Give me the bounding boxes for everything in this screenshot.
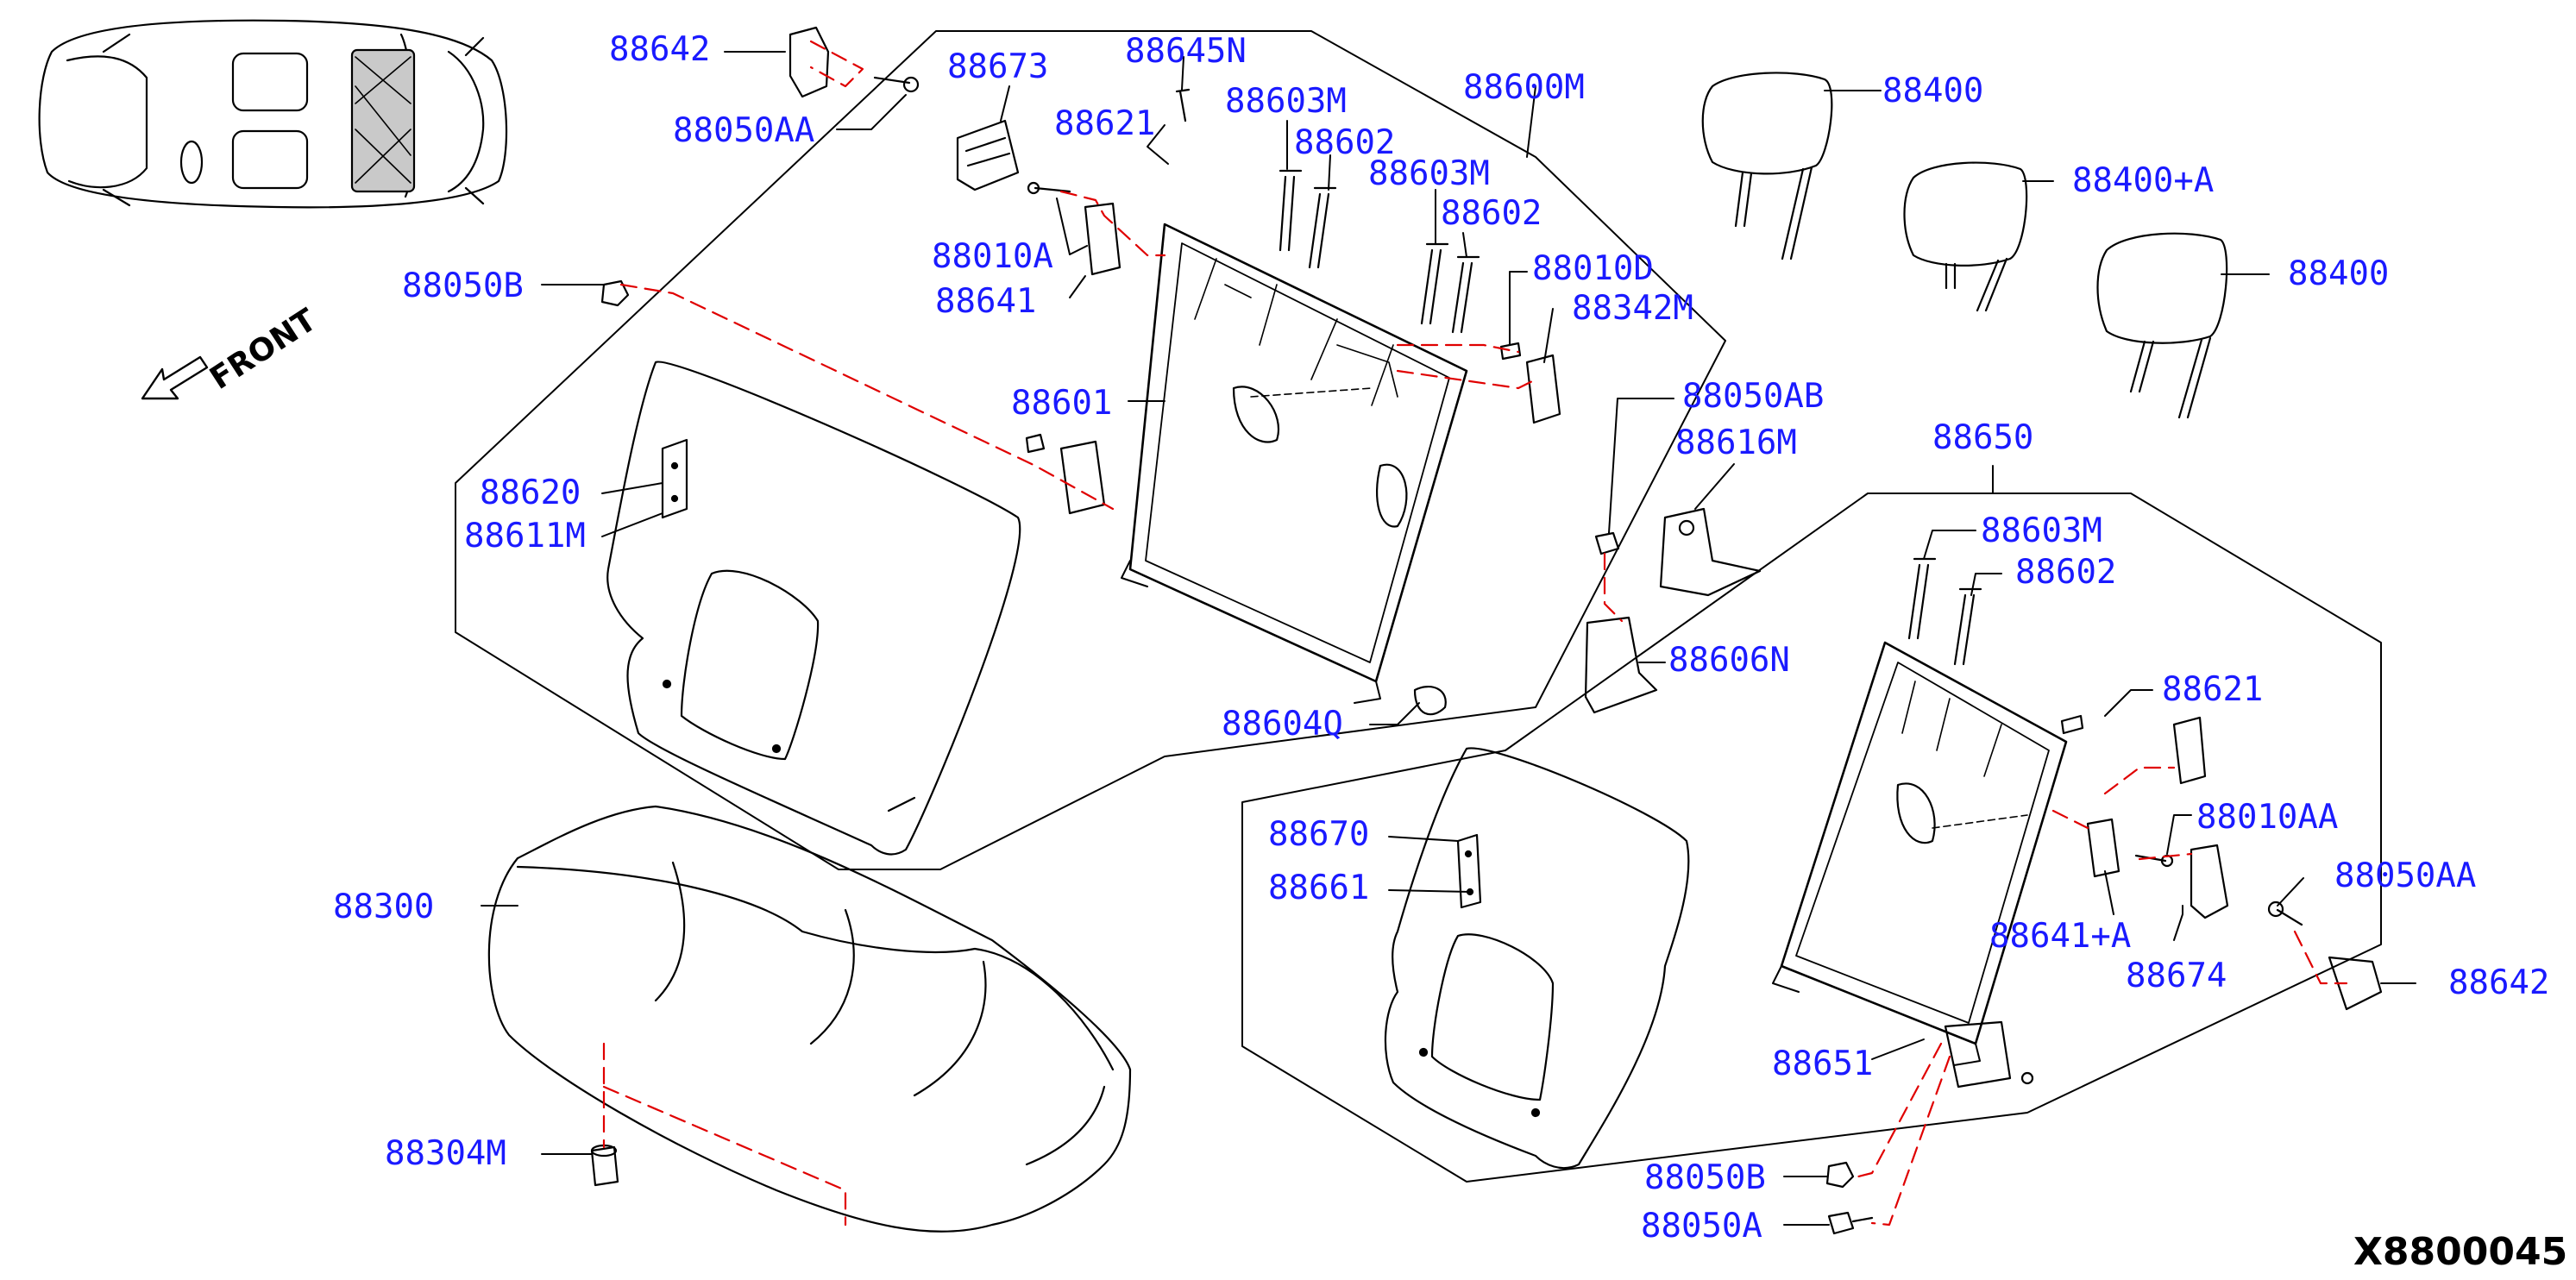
latch-88674-top-icon xyxy=(2172,716,2207,785)
part-label[interactable]: 88673 xyxy=(947,47,1049,86)
nut-88050b-left-icon xyxy=(600,279,630,307)
part-label[interactable]: 88641+A xyxy=(1989,917,2132,956)
part-label[interactable]: 88304M xyxy=(385,1134,506,1173)
part-label[interactable]: 88600M xyxy=(1463,68,1585,107)
part-label[interactable]: 88674 xyxy=(2126,957,2227,995)
part-label[interactable]: 88050B xyxy=(1644,1158,1766,1197)
part-label[interactable]: 88620 xyxy=(480,474,581,512)
part-label[interactable]: 88650 xyxy=(1932,418,2034,457)
part-label[interactable]: 88050AA xyxy=(2334,856,2477,895)
part-label[interactable]: 88050AB xyxy=(1682,377,1825,416)
bolt-88050a-bottom-icon xyxy=(1827,1211,1874,1235)
part-label[interactable]: 88010AA xyxy=(2196,798,2339,837)
part-label[interactable]: 88603M xyxy=(1981,511,2102,550)
bolt-88603m-left-icon xyxy=(1279,169,1480,334)
pin-88621-right-icon xyxy=(2060,714,2084,735)
part-label[interactable]: 88010A xyxy=(932,237,1053,276)
headrest-right-icon xyxy=(2096,232,2228,419)
part-label[interactable]: 88400 xyxy=(2288,254,2390,293)
headrest-center-icon xyxy=(1903,161,2028,312)
screw-88010a-icon xyxy=(1027,181,1071,195)
part-label[interactable]: 88010D xyxy=(1532,249,1654,288)
part-label[interactable]: 88642 xyxy=(2448,963,2550,1002)
part-label[interactable]: 88616M xyxy=(1675,424,1797,462)
part-label[interactable]: 88050A xyxy=(1641,1207,1762,1245)
hinge-88673-icon xyxy=(956,119,1020,191)
clip-88304m-icon xyxy=(590,1144,619,1187)
part-label[interactable]: 88621 xyxy=(1054,104,1156,143)
part-label[interactable]: 88050AA xyxy=(673,111,815,150)
part-label[interactable]: 88641 xyxy=(935,282,1037,321)
hinge-88674-icon xyxy=(2190,844,2229,919)
part-label[interactable]: 88602 xyxy=(2015,553,2117,592)
lock-88641-icon xyxy=(1084,202,1122,276)
seatback-frame-right-icon xyxy=(1772,641,2068,1066)
seat-cushion-88300-icon xyxy=(487,805,1132,1233)
bolt-88050aa-right-icon xyxy=(2267,900,2303,926)
part-label[interactable]: 88602 xyxy=(1441,194,1542,233)
tag-88670-icon xyxy=(1456,833,1482,909)
part-label[interactable]: 88621 xyxy=(2162,670,2264,709)
part-label[interactable]: 88670 xyxy=(1268,815,1370,854)
headrest-left-icon xyxy=(1701,72,1833,260)
part-label[interactable]: 88342M xyxy=(1572,289,1693,328)
latch-88342m-icon xyxy=(1525,354,1561,424)
part-label[interactable]: 88651 xyxy=(1772,1045,1874,1083)
part-label[interactable]: 88602 xyxy=(1294,123,1396,162)
part-label[interactable]: 88661 xyxy=(1268,869,1370,907)
part-label[interactable]: 88603M xyxy=(1368,154,1490,193)
part-label[interactable]: 88642 xyxy=(609,30,711,69)
leader-lines xyxy=(481,51,2416,1226)
front-arrow-icon xyxy=(141,355,209,400)
part-label[interactable]: 88611M xyxy=(464,517,586,555)
right-seatback-group-outline xyxy=(1241,493,2382,1183)
part-label[interactable]: 88400+A xyxy=(2072,161,2215,200)
grommet-88010d-icon xyxy=(1499,342,1522,361)
dashed-guides xyxy=(602,40,2348,1227)
bracket-88651-icon xyxy=(1944,1020,2034,1089)
part-label[interactable]: 88604Q xyxy=(1222,705,1343,744)
seatback-frame-left-icon xyxy=(1121,223,1468,704)
bolt-88645n-icon xyxy=(1175,88,1191,122)
part-label[interactable]: 88050B xyxy=(402,267,524,305)
part-label[interactable]: 88606N xyxy=(1668,641,1790,680)
part-label[interactable]: 88645N xyxy=(1125,32,1247,71)
lock-88641a-icon xyxy=(2086,818,2120,878)
diagram-code: X8800045 xyxy=(2353,1230,2568,1274)
nut-88050b-bottom-icon xyxy=(1825,1161,1855,1189)
bracket-88616m-icon xyxy=(1659,507,1762,597)
vehicle-locator-icon xyxy=(38,19,508,209)
plate-88642-right-icon xyxy=(2328,956,2383,1011)
plate-88642-top-icon xyxy=(789,26,830,98)
seatback-group-outline xyxy=(455,30,1726,870)
part-label[interactable]: 88601 xyxy=(1011,384,1113,423)
part-label[interactable]: 88400 xyxy=(1882,72,1984,110)
seatback-cushion-left-icon xyxy=(606,361,1021,856)
seatback-cushion-right-icon xyxy=(1384,747,1690,1170)
striker-88604q-icon xyxy=(1413,686,1447,716)
bolt-88050ab-icon xyxy=(1594,531,1620,555)
part-label[interactable]: 88603M xyxy=(1225,82,1347,121)
bolt-88050aa-top-icon xyxy=(873,76,920,93)
bracket-88601-icon xyxy=(1025,433,1106,515)
tag-88620-icon xyxy=(661,438,688,519)
part-label[interactable]: 88300 xyxy=(333,888,435,926)
bolt-88603m-right-icon xyxy=(1907,557,1982,666)
bracket-88606n-icon xyxy=(1584,616,1658,714)
